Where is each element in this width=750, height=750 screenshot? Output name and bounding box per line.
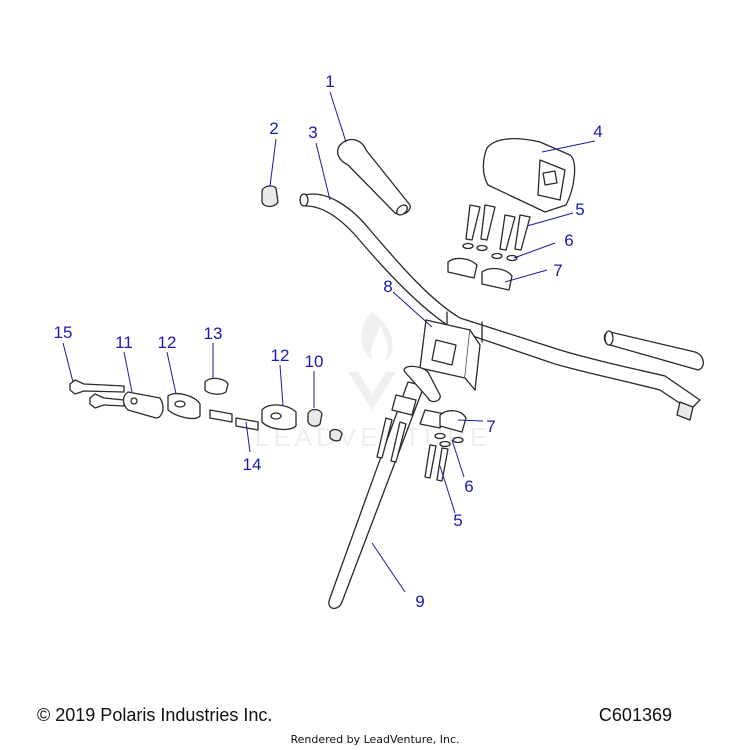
column-bolts[interactable]	[376, 417, 407, 463]
callout-2[interactable]: 2	[269, 119, 278, 138]
callout-14[interactable]: 14	[243, 455, 262, 474]
callout-1[interactable]: 1	[325, 72, 334, 91]
callout-labels: 1 2 3 4 5 6 7 8 9 10 11 12 13 12 14 15 5…	[54, 72, 603, 611]
callout-10[interactable]: 10	[305, 352, 324, 371]
handlebar-end-cap[interactable]	[676, 401, 694, 421]
pins[interactable]	[209, 409, 259, 431]
callout-11[interactable]: 11	[115, 333, 133, 352]
right-grip[interactable]	[603, 330, 704, 371]
handlebar-pad[interactable]	[482, 137, 576, 213]
callout-15[interactable]: 15	[54, 323, 73, 342]
callout-7-upper[interactable]: 7	[553, 261, 562, 280]
handlebar-clamps-upper[interactable]	[447, 257, 513, 291]
callout-5-lower[interactable]: 5	[453, 511, 462, 530]
riser-block[interactable]	[419, 319, 481, 391]
callout-8[interactable]: 8	[383, 277, 392, 296]
copyright-notice: © 2019 Polaris Industries Inc.	[37, 705, 273, 725]
callout-7-lower[interactable]: 7	[486, 417, 495, 436]
washers-lower[interactable]	[434, 432, 464, 448]
washers-upper[interactable]	[462, 242, 518, 262]
clamp-bolts-upper[interactable]	[465, 204, 531, 251]
leader-lines	[62, 91, 596, 593]
bar-end-plug[interactable]	[261, 185, 279, 208]
callout-9[interactable]: 9	[415, 592, 424, 611]
callout-6-upper[interactable]: 6	[564, 231, 573, 250]
callout-6-lower[interactable]: 6	[464, 477, 473, 496]
callout-3[interactable]: 3	[308, 123, 317, 142]
callout-12-left[interactable]: 12	[158, 333, 177, 352]
callout-12-right[interactable]: 12	[271, 346, 290, 365]
exploded-parts-diagram: LEADVENTURE	[54, 72, 704, 611]
bolts-15[interactable]	[69, 379, 125, 409]
bushing[interactable]	[204, 377, 229, 395]
callout-4[interactable]: 4	[593, 122, 602, 141]
v-logo-icon	[348, 372, 396, 410]
rendered-by-credit: Rendered by LeadVenture, Inc.	[290, 733, 460, 746]
callout-13[interactable]: 13	[204, 324, 223, 343]
clamp-bolts-lower[interactable]	[424, 444, 449, 482]
handlebar-clamp-lower[interactable]	[439, 410, 467, 433]
nuts[interactable]	[307, 408, 343, 442]
tilt-plate[interactable]	[122, 391, 164, 419]
left-grip[interactable]	[337, 138, 411, 217]
callout-5-upper[interactable]: 5	[575, 200, 584, 219]
flame-logo-icon	[361, 312, 393, 362]
steering-column[interactable]	[328, 365, 446, 609]
tilt-bracket-left[interactable]	[167, 392, 201, 420]
diagram-id: C601369	[598, 705, 672, 725]
tilt-bracket-right[interactable]	[261, 404, 297, 431]
